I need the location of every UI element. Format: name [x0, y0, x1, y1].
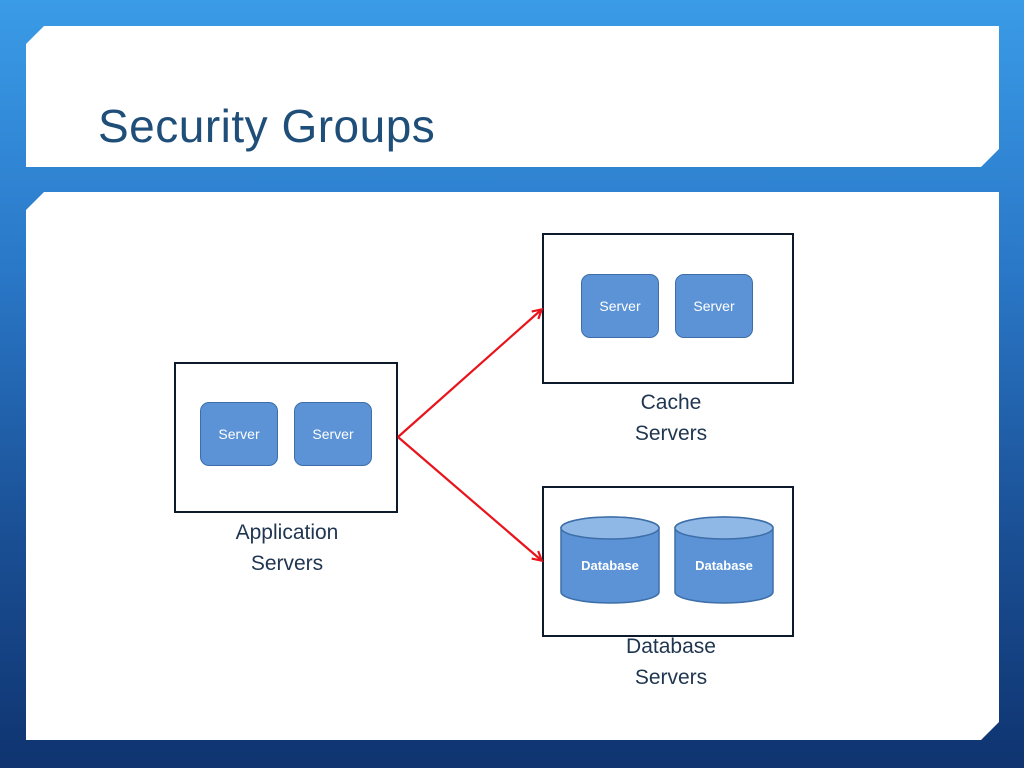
page-title: Security Groups [98, 100, 436, 152]
cache-server-2: Server [675, 274, 753, 338]
database-label-line-2: Servers [634, 666, 708, 689]
application-label-line-2: Servers [250, 552, 324, 575]
arrow-to-cache [397, 310, 541, 438]
title-panel [26, 26, 999, 167]
application-servers-label: Application Servers [187, 517, 387, 579]
cache-label-line-2: Servers [634, 422, 708, 445]
application-server-2: Server [294, 402, 372, 466]
database-label-1: Database [581, 558, 639, 573]
database-cylinder-1: Database [560, 516, 660, 604]
application-server-1: Server [200, 402, 278, 466]
application-label-line-1: Application [235, 521, 339, 544]
database-label-2: Database [695, 558, 753, 573]
cache-label-line-1: Cache [640, 391, 702, 414]
cache-server-1: Server [581, 274, 659, 338]
database-label-line-1: Database [626, 635, 716, 658]
cache-servers-label: Cache Servers [571, 387, 771, 449]
database-cylinder-2: Database [674, 516, 774, 604]
database-servers-label: Database Servers [571, 631, 771, 693]
arrow-to-database [397, 436, 541, 560]
